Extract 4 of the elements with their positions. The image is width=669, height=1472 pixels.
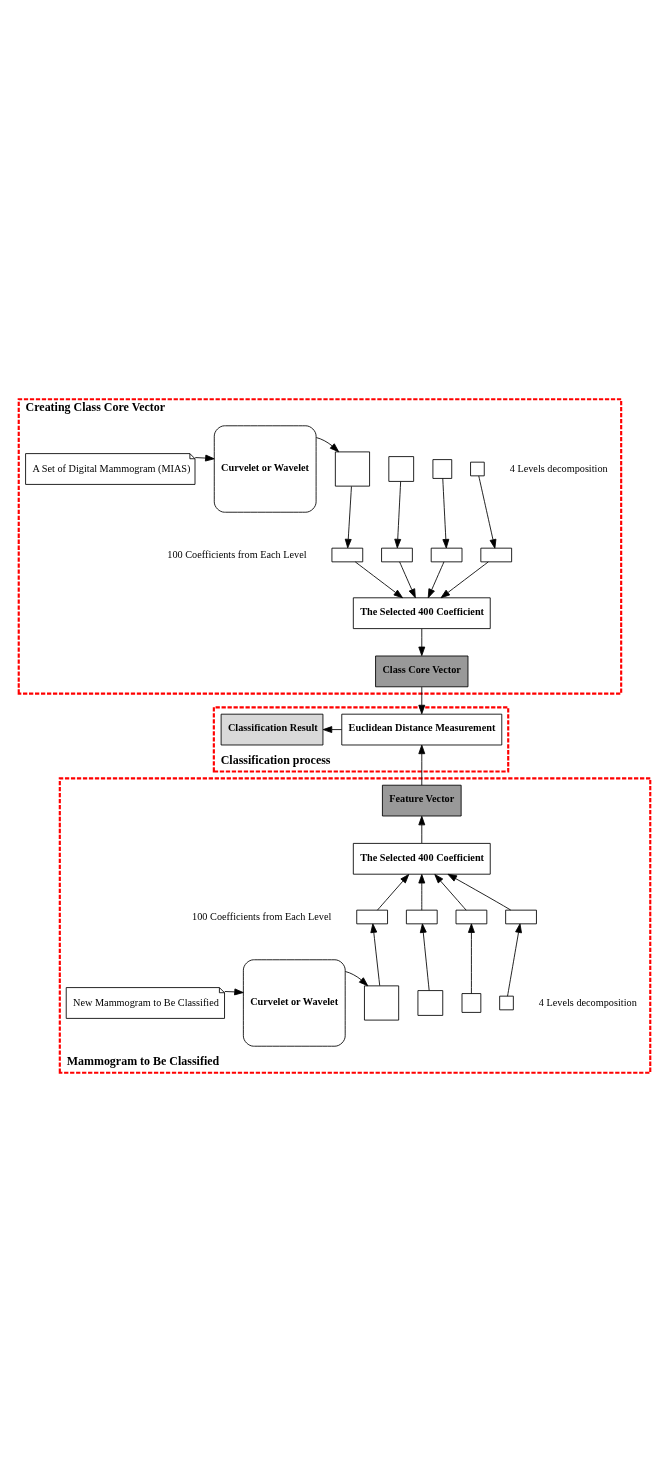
label: 4 Levels decomposition [509, 462, 608, 474]
label: 4 Levels decomposition [538, 996, 637, 1008]
label: 100 Coefficients from Each Level [192, 910, 332, 922]
label: 100 Coefficients from Each Level [167, 548, 307, 560]
